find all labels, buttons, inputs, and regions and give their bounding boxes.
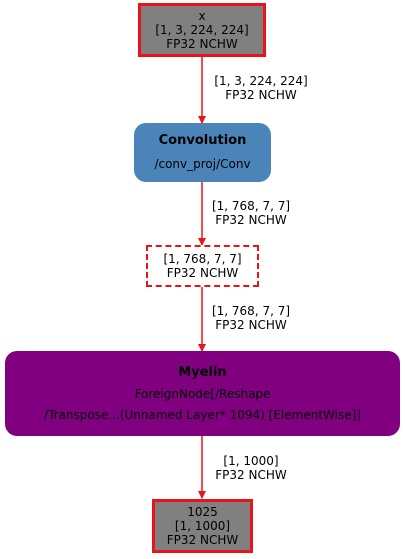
convolution-title: Convolution [158, 133, 247, 148]
myelin-title: Myelin [178, 364, 227, 380]
output-node[interactable]: 1025 [1, 1000] FP32 NCHW [152, 499, 253, 553]
convolution-name: /conv_proj/Conv [154, 157, 251, 171]
edge2-label: [1, 768, 7, 7] FP32 NCHW [206, 199, 296, 227]
input-node-name: x [198, 9, 206, 23]
edge1-label: [1, 3, 224, 224] FP32 NCHW [206, 74, 316, 102]
edge1-shape: [1, 3, 224, 224] [214, 74, 308, 88]
output-node-shape: [1, 1000] [174, 519, 231, 533]
input-node-format: FP32 NCHW [166, 37, 238, 51]
edge2-shape: [1, 768, 7, 7] [211, 199, 291, 213]
input-node[interactable]: x [1, 3, 224, 224] FP32 NCHW [138, 3, 266, 57]
edge4-label: [1, 1000] FP32 NCHW [206, 454, 296, 482]
input-node-shape: [1, 3, 224, 224] [155, 23, 249, 37]
edge1-format: FP32 NCHW [225, 88, 297, 102]
tensor-shape: [1, 768, 7, 7] [163, 252, 242, 266]
intermediate-tensor-node[interactable]: [1, 768, 7, 7] FP32 NCHW [146, 245, 259, 287]
edge3-shape: [1, 768, 7, 7] [211, 304, 291, 318]
edge4-format: FP32 NCHW [215, 468, 287, 482]
myelin-node[interactable]: Myelin ForeignNode[/Reshape /Transpose..… [5, 351, 400, 436]
convolution-node[interactable]: Convolution /conv_proj/Conv [134, 123, 271, 182]
output-node-format: FP32 NCHW [166, 533, 239, 547]
edge4-shape: [1, 1000] [223, 454, 279, 468]
edge2-format: FP32 NCHW [215, 213, 287, 227]
output-node-name: 1025 [187, 505, 218, 519]
myelin-line2: /Transpose...(Unnamed Layer* 1094) [Elem… [44, 407, 361, 422]
myelin-line1: ForeignNode[/Reshape [134, 386, 271, 401]
tensor-format: FP32 NCHW [166, 266, 239, 280]
edge3-label: [1, 768, 7, 7] FP32 NCHW [206, 304, 296, 332]
edge3-format: FP32 NCHW [215, 318, 287, 332]
